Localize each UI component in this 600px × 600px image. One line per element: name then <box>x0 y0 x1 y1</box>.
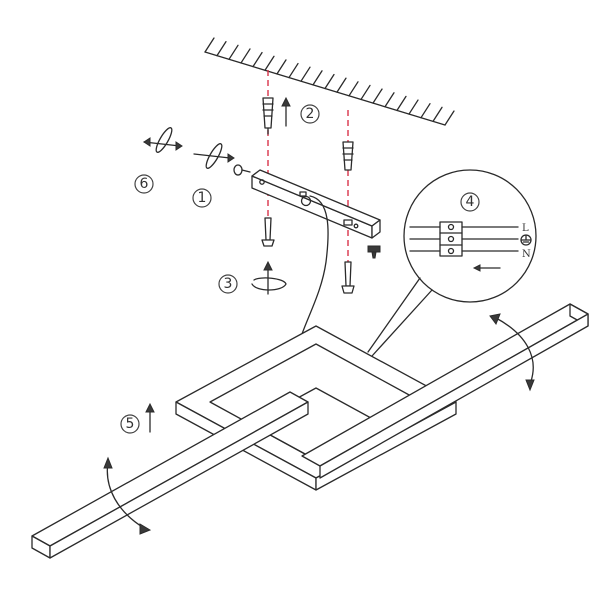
hatch-mark <box>288 62 299 79</box>
step-number-2: 2 <box>306 106 315 122</box>
step-badge-1: 1 <box>192 188 212 208</box>
hatch-mark <box>240 48 251 64</box>
hatch-mark <box>408 99 419 115</box>
ground-screw-icon <box>367 245 381 259</box>
hatch-mark <box>264 55 275 71</box>
step-3-rotate-icon <box>251 260 287 295</box>
hatch-mark <box>216 41 227 57</box>
step-badge-2: 2 <box>300 104 320 124</box>
step-number-1: 1 <box>198 190 207 206</box>
hatch-mark <box>348 81 359 97</box>
terminal-block <box>439 221 463 257</box>
wall-plug-left <box>262 97 274 135</box>
screw-right <box>341 261 355 294</box>
step-badge-4: 4 <box>460 192 480 212</box>
hatch-mark <box>312 70 323 86</box>
hatch-mark <box>228 44 239 60</box>
lamp-bar-right <box>301 303 589 479</box>
insert-arrow-icon <box>472 264 501 272</box>
step-number-6: 6 <box>140 176 149 192</box>
step-number-3: 3 <box>224 276 233 292</box>
step-6-knob-icon <box>143 127 183 153</box>
hatch-mark <box>336 77 347 93</box>
hatch-mark <box>300 66 311 82</box>
step-number-5: 5 <box>126 416 135 432</box>
step-badge-5: 5 <box>120 414 140 434</box>
hatch-mark <box>252 51 263 68</box>
bracket-screw-icon <box>233 164 251 176</box>
neutral-label: N <box>522 249 531 260</box>
outgoing-wires <box>461 226 519 252</box>
lamp-bar-left <box>31 391 309 559</box>
hatch-mark <box>420 103 431 119</box>
ceiling-hatch <box>204 37 455 126</box>
step-number-4: 4 <box>466 194 475 210</box>
incoming-wires <box>409 226 441 252</box>
step-badge-6: 6 <box>134 174 154 194</box>
bar-rotate-right-icon <box>489 313 535 392</box>
step-1-knob-icon <box>193 143 235 169</box>
wiring-detail-callout: L N <box>367 169 537 357</box>
hatch-mark <box>360 84 371 101</box>
step-2-arrow-icon <box>281 96 291 127</box>
hatch-mark <box>372 88 383 104</box>
hatch-mark <box>324 73 335 90</box>
hatch-mark <box>444 110 455 126</box>
hatch-mark <box>396 95 407 112</box>
hatch-mark <box>276 59 287 75</box>
wall-plug-right <box>342 141 354 171</box>
bar-rotate-left-icon <box>103 456 152 535</box>
live-label: L <box>522 223 529 234</box>
step-5-arrow-icon <box>145 402 155 433</box>
hatch-mark <box>204 37 215 53</box>
power-cable <box>301 195 329 335</box>
screw-left <box>261 217 275 247</box>
hatch-mark <box>384 92 395 108</box>
hatch-mark <box>432 106 443 122</box>
earth-ground-icon <box>520 234 532 246</box>
step-badge-3: 3 <box>218 274 238 294</box>
